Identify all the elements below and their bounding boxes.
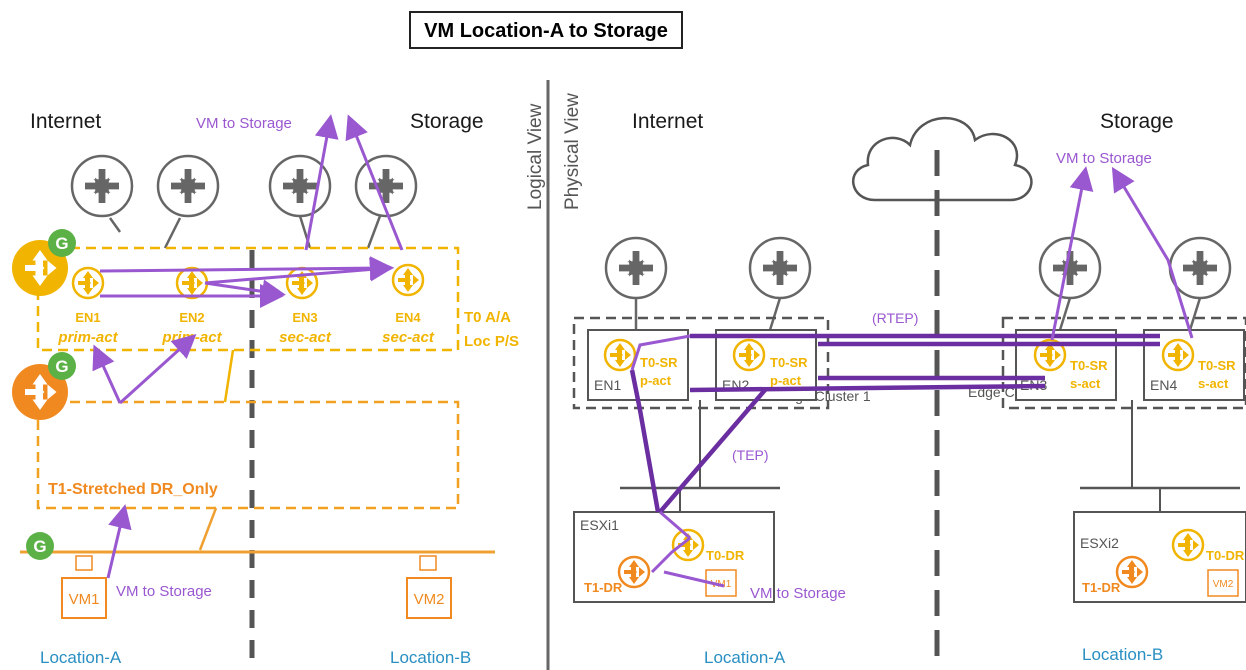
logical-router-2 — [156, 154, 220, 218]
svg-text:s-act: s-act — [1198, 376, 1229, 391]
logical-location-a: Location-A — [40, 648, 122, 667]
physical-router-4 — [1168, 236, 1232, 300]
physical-location-a: Location-A — [704, 648, 786, 667]
svg-text:T1-DR: T1-DR — [584, 580, 623, 595]
global-badge-segment — [26, 532, 54, 560]
cloud-icon — [851, 116, 1033, 202]
edge-cluster-2-box — [1001, 316, 1246, 410]
logical-internet-label: Internet — [30, 110, 101, 133]
logical-storage-label: Storage — [410, 110, 484, 133]
en4-role: sec-act — [382, 329, 435, 346]
esxi1-box — [573, 511, 775, 603]
svg-text:VM2: VM2 — [414, 591, 445, 608]
tep-label: (TEP) — [732, 447, 769, 463]
logical-traffic-path — [92, 114, 404, 579]
edge-node-en1-icon — [71, 266, 105, 300]
global-badge-t1 — [48, 352, 76, 380]
page-title: VM Location-A to Storage — [424, 20, 668, 42]
physical-storage-label: Storage — [1100, 110, 1174, 133]
svg-text:p-act: p-act — [640, 373, 672, 388]
physical-location-b: Location-B — [1082, 645, 1163, 664]
t0-label-2: Loc P/S — [464, 333, 519, 350]
logical-vm1 — [61, 577, 107, 619]
edge-node-en4-icon — [391, 263, 425, 297]
en2-name: EN2 — [179, 310, 204, 325]
en4-name: EN4 — [395, 310, 421, 325]
logical-vm2-firewall-icon — [419, 555, 437, 571]
svg-text:T0-SR: T0-SR — [1198, 358, 1236, 373]
en1-name: EN1 — [75, 310, 100, 325]
en4-box — [1143, 329, 1245, 401]
en2-role: prim-act — [161, 329, 222, 346]
rtep-links — [689, 333, 1160, 393]
t1-box — [36, 400, 460, 510]
svg-text:T1-DR: T1-DR — [1082, 580, 1121, 595]
t1-label: T1-Stretched DR_Only — [48, 481, 218, 498]
svg-text:p-act: p-act — [770, 373, 802, 388]
svg-text:T0-SR: T0-SR — [1070, 358, 1108, 373]
rtep-label: (RTEP) — [872, 310, 918, 326]
logical-vm-to-storage-bottom: VM to Storage — [116, 583, 212, 600]
en3-role: sec-act — [279, 329, 332, 346]
logical-vm-to-storage-top: VM to Storage — [196, 115, 292, 132]
svg-text:VM2: VM2 — [1213, 579, 1234, 590]
svg-text:EN1: EN1 — [594, 377, 621, 393]
svg-text:G: G — [33, 537, 46, 556]
title-box — [409, 11, 683, 49]
svg-text:s-act: s-act — [1070, 376, 1101, 391]
svg-text:ESXi1: ESXi1 — [580, 517, 619, 533]
esxi2-t1-dr-icon — [1115, 555, 1149, 589]
physical-traffic-path — [630, 166, 1194, 588]
svg-text:T0-DR: T0-DR — [1206, 548, 1245, 563]
physical-view-label: Physical View — [562, 93, 583, 210]
tep-links — [629, 369, 767, 514]
svg-text:VM1: VM1 — [69, 591, 100, 608]
logical-vm2 — [406, 577, 452, 619]
physical-router-1 — [604, 236, 668, 300]
en4-sr-icon — [1161, 338, 1195, 372]
svg-text:T0-DR: T0-DR — [706, 548, 745, 563]
en1-role: prim-act — [57, 329, 118, 346]
svg-text:G: G — [55, 234, 68, 253]
en2-sr-icon — [732, 338, 766, 372]
esxi1-t1-dr-icon — [617, 555, 651, 589]
svg-text:T0-SR: T0-SR — [770, 355, 808, 370]
physical-internet-label: Internet — [632, 110, 703, 133]
edge-node-en2-icon — [175, 266, 209, 300]
logical-view-label: Logical View — [525, 103, 546, 210]
logical-router-1 — [70, 154, 134, 218]
global-badge-t0 — [48, 229, 76, 257]
svg-text:T0-SR: T0-SR — [640, 355, 678, 370]
logical-location-b: Location-B — [390, 648, 471, 667]
esxi2-vm2 — [1207, 569, 1239, 597]
t0-box — [36, 246, 460, 352]
svg-text:EN4: EN4 — [1150, 377, 1177, 393]
physical-vm-to-storage-bottom: VM to Storage — [750, 585, 846, 602]
physical-vm-to-storage-top: VM to Storage — [1056, 150, 1152, 167]
edge-node-en3-icon — [285, 266, 319, 300]
svg-text:G: G — [55, 357, 68, 376]
t0-label-1: T0 A/A — [464, 309, 511, 326]
svg-text:ESXi2: ESXi2 — [1080, 535, 1119, 551]
physical-router-2 — [748, 236, 812, 300]
logical-vm1-firewall-icon — [75, 555, 93, 571]
en1-sr-icon — [603, 338, 637, 372]
en3-name: EN3 — [292, 310, 317, 325]
esxi2-t0-dr-icon — [1171, 528, 1205, 562]
